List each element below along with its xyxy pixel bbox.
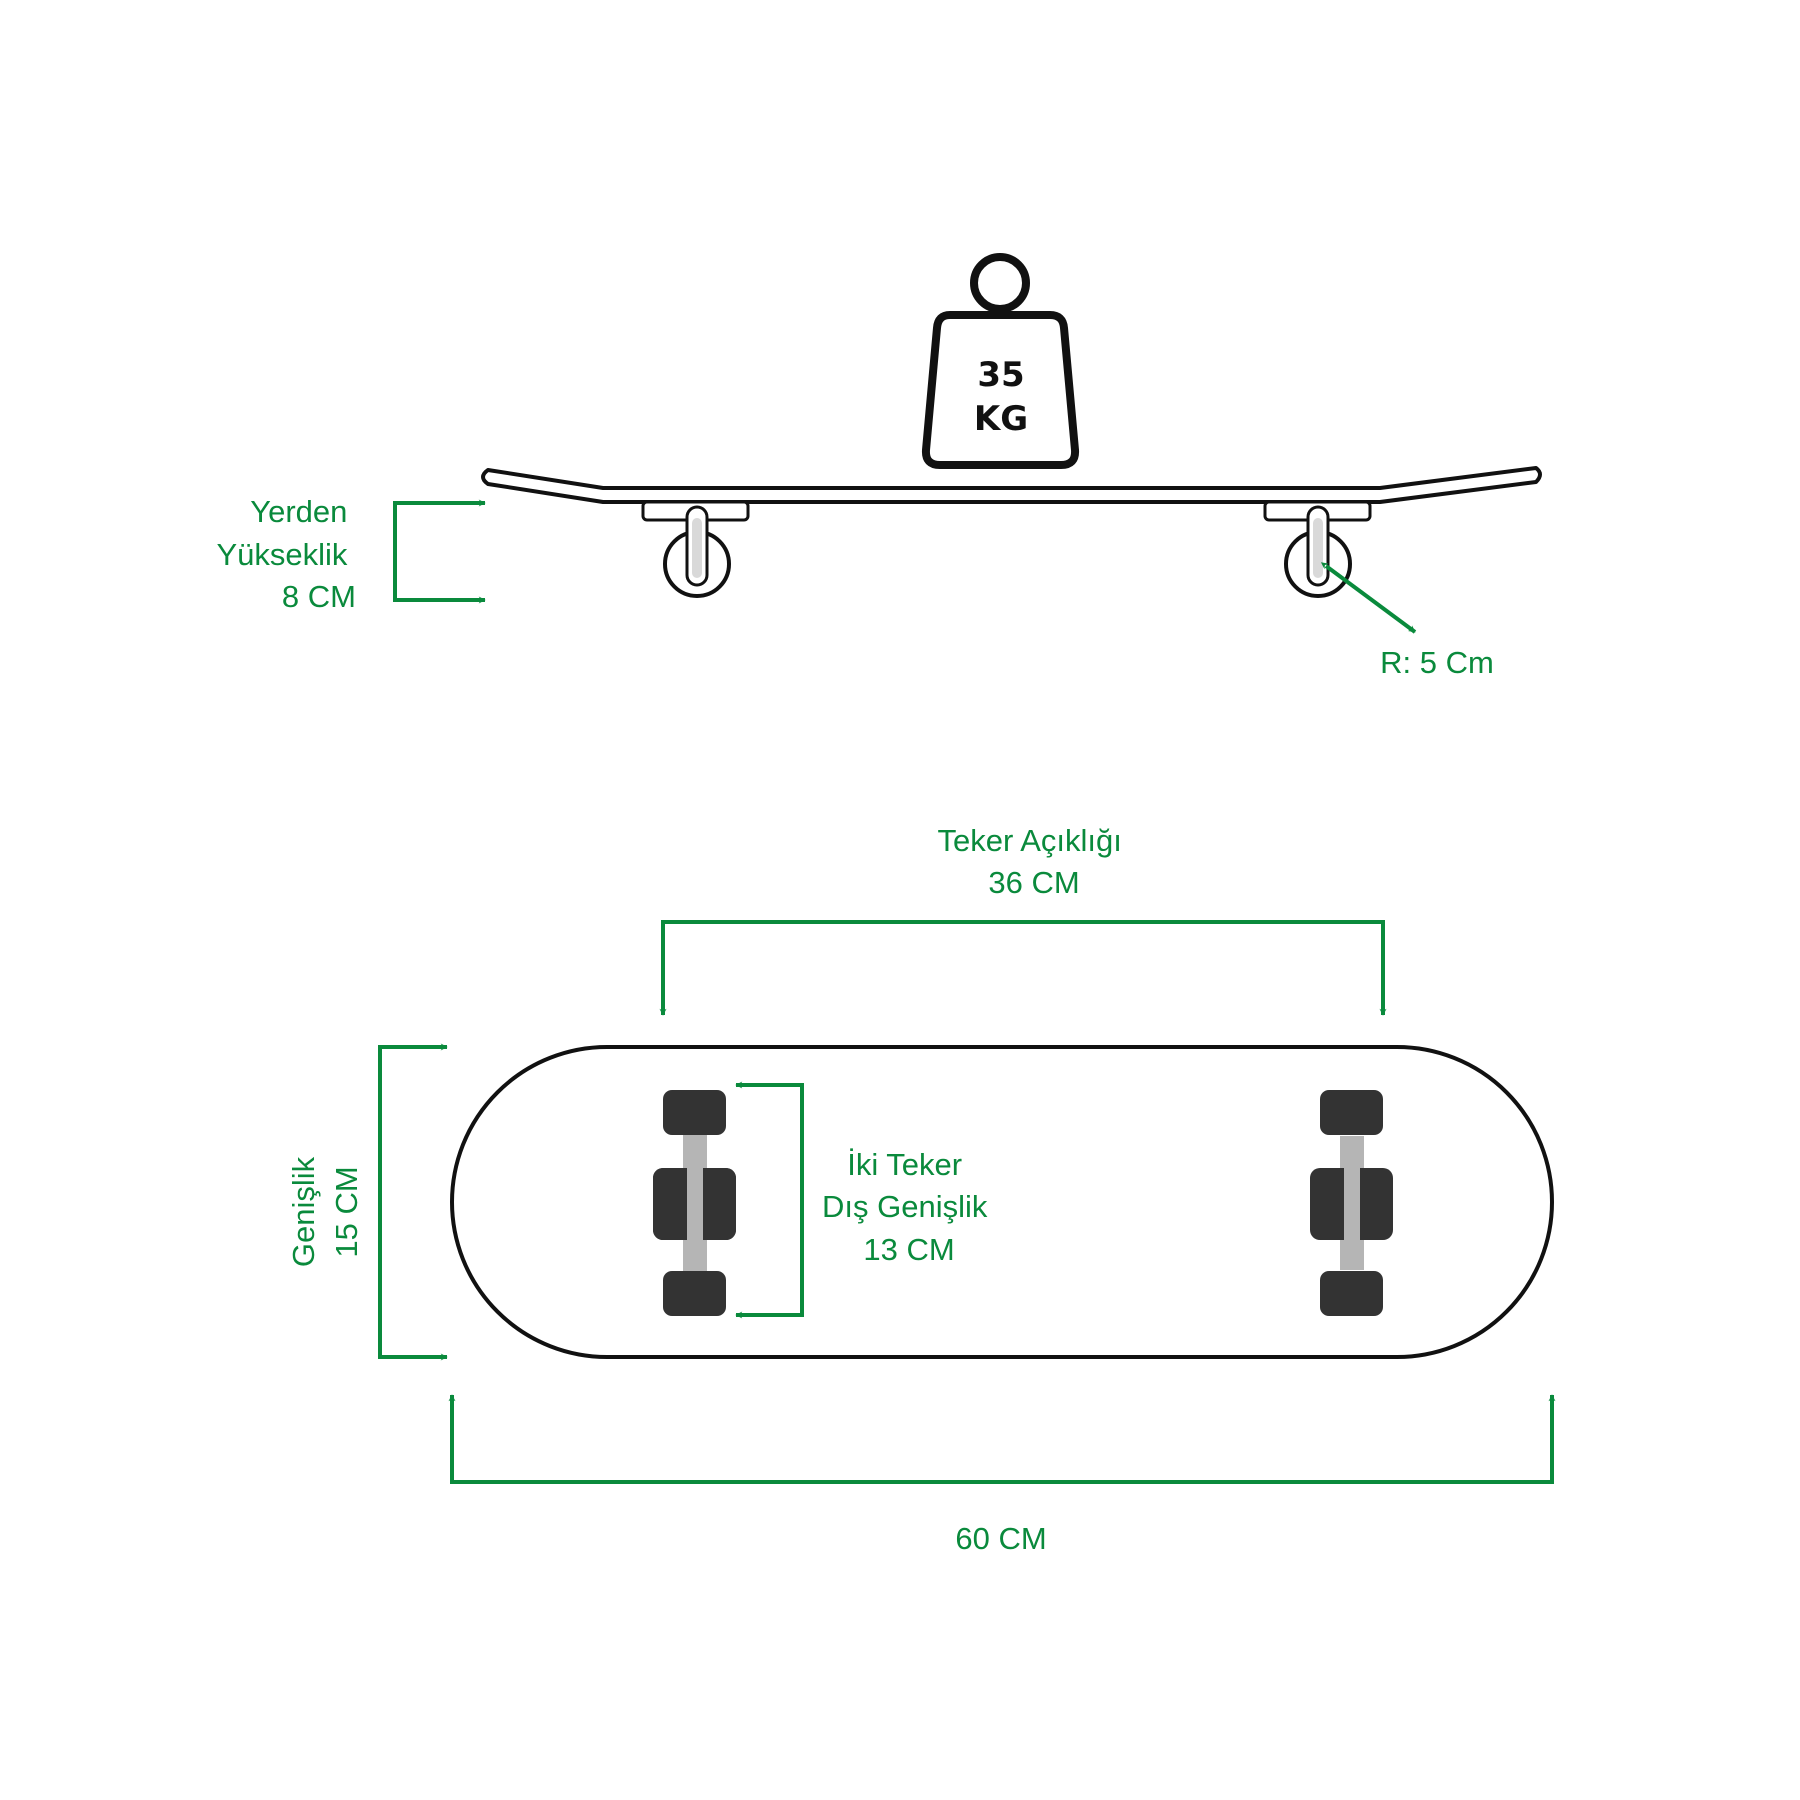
length-label: 60 CM	[955, 1521, 1046, 1556]
wheel-radius-dimension: R: 5 Cm	[1320, 562, 1494, 680]
ground-height-label-line1: Yerden	[250, 494, 347, 529]
width-label-line1-rotated: Genişlik	[286, 1156, 321, 1267]
side-view: 35 KG Yerden Yükseklik 8 CM	[216, 253, 1542, 680]
deck-top-outline	[450, 1045, 1554, 1359]
truck-width-dimension: İki Teker Dış Genişlik 13 CM	[735, 1081, 996, 1319]
truck-front-top	[653, 1090, 736, 1316]
wheel-spacing-dimension: Teker Açıklığı 36 CM	[659, 823, 1387, 1016]
truck-width-label-line1: İki Teker	[847, 1147, 962, 1182]
weight-icon: 35 KG	[921, 253, 1080, 469]
truck-rear-top	[1310, 1090, 1393, 1316]
ground-height-label-line2: Yükseklik	[216, 537, 347, 572]
width-label-value-rotated: 15 CM	[329, 1166, 364, 1257]
top-view: Teker Açıklığı 36 CM	[286, 823, 1556, 1556]
width-dimension: Genişlik Genişlik 15 CM	[286, 1043, 448, 1361]
wheel-spacing-label-value: 36 CM	[988, 865, 1079, 900]
ground-height-label-value: 8 CM	[282, 579, 356, 614]
wheel-rear-side	[1263, 500, 1372, 598]
svg-text:İki Teker Dış Genişlik: İki Teker Dış Genişlik 13 CM	[822, 1147, 996, 1267]
wheel-spacing-label-line1: Teker Açıklığı	[938, 823, 1122, 858]
weight-value: 35	[977, 355, 1024, 395]
truck-width-label-value: 13 CM	[863, 1232, 954, 1267]
deck-side-profile	[481, 466, 1542, 504]
ground-height-dimension: Yerden Yükseklik 8 CM	[216, 494, 486, 614]
truck-width-label-line2: Dış Genişlik	[822, 1189, 988, 1224]
svg-text:Teker Açıklığı 36 CM: Teker Açıklığı 36 CM	[938, 823, 1131, 900]
wheel-radius-label: R: 5 Cm	[1380, 645, 1494, 680]
wheel-front-side	[641, 500, 750, 598]
length-dimension: 60 CM	[448, 1394, 1556, 1556]
weight-unit: KG	[974, 399, 1028, 439]
svg-text:Yerden Yükseklik: Yerden Yükseklik 8 CM	[216, 494, 356, 614]
